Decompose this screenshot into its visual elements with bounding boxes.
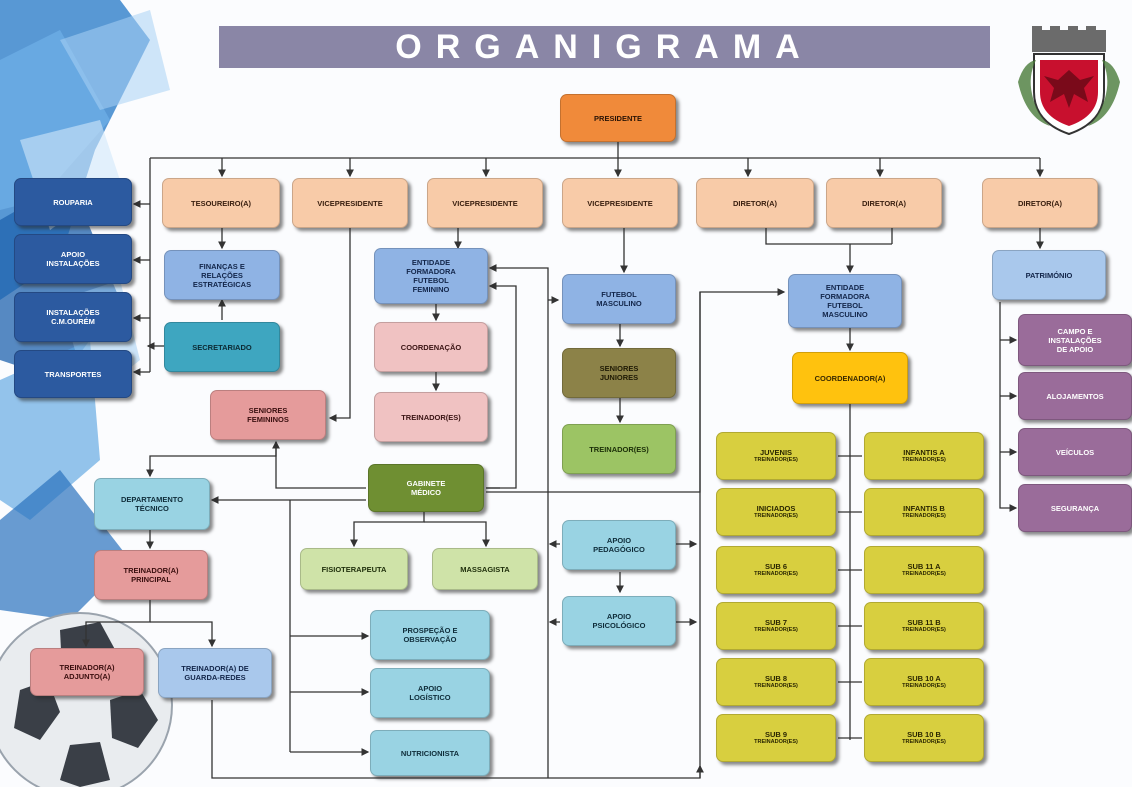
node-massagista: MASSAGISTA <box>432 548 538 590</box>
node-financas: FINANÇAS E RELAÇÕES ESTRATÉGICAS <box>164 250 280 300</box>
node-entidade-masculino: ENTIDADE FORMADORA FUTEBOL MASCULINO <box>788 274 902 328</box>
node-departamento-tecnico: DEPARTAMENTO TÉCNICO <box>94 478 210 530</box>
node-seguranca: SEGURANÇA <box>1018 484 1132 532</box>
node-vicepresidente-2: VICEPRESIDENTE <box>427 178 543 228</box>
node-apoio-pedagogico: APOIO PEDAGÓGICO <box>562 520 676 570</box>
node-coordenador: COORDENADOR(A) <box>792 352 908 404</box>
node-gabinete-medico: GABINETE MÉDICO <box>368 464 484 512</box>
node-treinador-adjunto: TREINADOR(A) ADJUNTO(A) <box>30 648 144 696</box>
node-vicepresidente-3: VICEPRESIDENTE <box>562 178 678 228</box>
title-banner: ORGANIGRAMA <box>219 26 990 68</box>
node-instalacoes-cm-ourem: INSTALAÇÕES C.M.OURÉM <box>14 292 132 342</box>
node-diretor-2: DIRETOR(A) <box>826 178 942 228</box>
node-patrimonio: PATRIMÓNIO <box>992 250 1106 300</box>
node-veiculos: VEÍCULOS <box>1018 428 1132 476</box>
node-apoio-psicologico: APOIO PSICOLÓGICO <box>562 596 676 646</box>
node-treinador-masculino: TREINADOR(ES) <box>562 424 676 474</box>
node-nutricionista: NUTRICIONISTA <box>370 730 490 776</box>
node-diretor-3: DIRETOR(A) <box>982 178 1098 228</box>
node-treinador-principal: TREINADOR(A) PRINCIPAL <box>94 550 208 600</box>
node-seniores-juniores: SENIORES JUNIORES <box>562 348 676 398</box>
node-secretariado: SECRETARIADO <box>164 322 280 372</box>
node-prospecao: PROSPEÇÃO E OBSERVAÇÃO <box>370 610 490 660</box>
municipal-crest-icon <box>1018 26 1120 136</box>
node-apoio-logistico: APOIO LOGÍSTICO <box>370 668 490 718</box>
node-alojamentos: ALOJAMENTOS <box>1018 372 1132 420</box>
node-entidade-feminino: ENTIDADE FORMADORA FUTEBOL FEMININO <box>374 248 488 304</box>
node-campo-instalacoes: CAMPO E INSTALAÇÕES DE APOIO <box>1018 314 1132 366</box>
node-fisioterapeuta: FISIOTERAPEUTA <box>300 548 408 590</box>
node-treinador-feminino: TREINADOR(ES) <box>374 392 488 442</box>
node-diretor-1: DIRETOR(A) <box>696 178 814 228</box>
node-apoio-instalacoes: APOIO INSTALAÇÕES <box>14 234 132 284</box>
node-seniores-femininos: SENIORES FEMININOS <box>210 390 326 440</box>
node-vicepresidente-1: VICEPRESIDENTE <box>292 178 408 228</box>
page-title: ORGANIGRAMA <box>395 27 814 66</box>
node-rouparia: ROUPARIA <box>14 178 132 226</box>
node-coordenacao: COORDENAÇÃO <box>374 322 488 372</box>
node-tesoureiro: TESOUREIRO(A) <box>162 178 280 228</box>
node-presidente: PRESIDENTE <box>560 94 676 142</box>
node-transportes: TRANSPORTES <box>14 350 132 398</box>
node-futebol-masculino: FUTEBOL MASCULINO <box>562 274 676 324</box>
node-treinador-guarda-redes: TREINADOR(A) DE GUARDA-REDES <box>158 648 272 698</box>
